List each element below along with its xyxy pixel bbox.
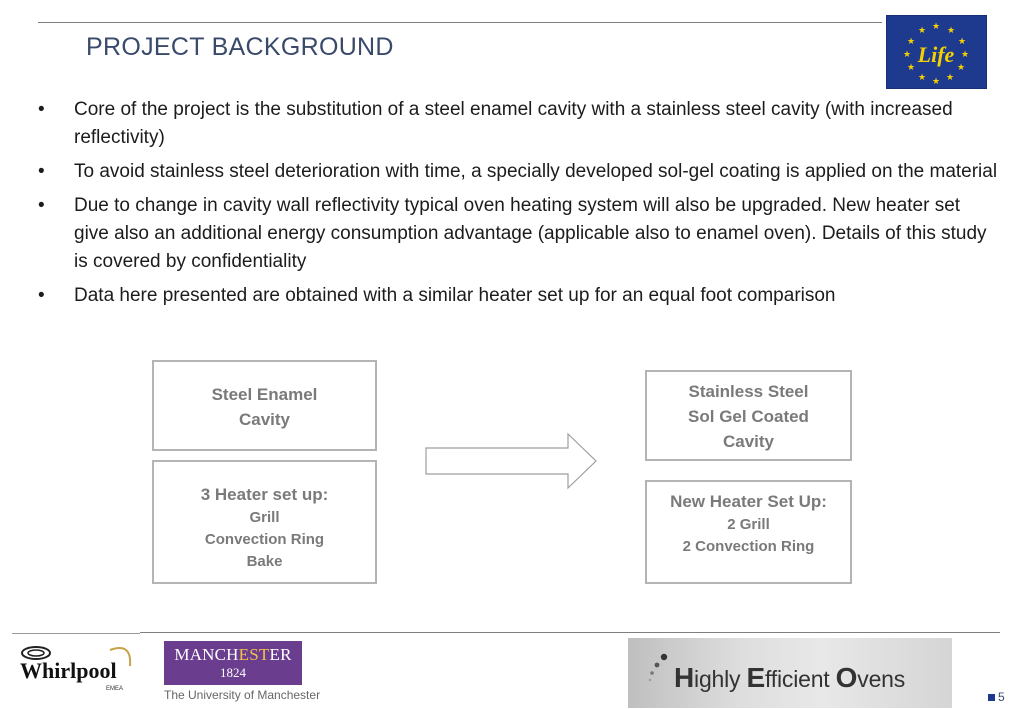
manchester-wordmark: MANCHESTER [164,641,302,666]
svg-text:★: ★ [907,37,915,47]
box-item: 2 Convection Ring [682,538,815,555]
svg-text:★: ★ [932,77,940,87]
bullet-marker: • [38,99,45,120]
box-line: Sol Gel Coated [688,407,809,426]
whirlpool-wordmark: Whirlpool [20,658,117,683]
bullet-item: • Data here presented are obtained with a… [38,282,998,310]
svg-text:★: ★ [932,22,940,32]
heo-word: ighly [694,666,747,692]
box-line: Cavity [238,410,291,429]
page-number-square-icon [988,694,995,701]
heo-cap: O [835,662,858,693]
box-heading: New Heater Set Up: [670,492,827,511]
svg-text:★: ★ [957,63,965,73]
heo-word: fficient [765,666,836,692]
manchester-year: 1824 [220,665,246,680]
box-line: Cavity [722,432,775,451]
box-item: Convection Ring [204,531,325,548]
svg-text:★: ★ [918,26,926,36]
eu-stars-icon: ★ ★ ★ ★ ★ ★ ★ ★ ★ ★ ★ ★ Life [903,22,969,87]
svg-text:★: ★ [903,50,911,60]
manchester-name-part: MANCH [174,645,239,664]
box-line: Stainless Steel [688,382,809,401]
box-item: Bake [246,553,283,570]
top-divider [38,22,882,23]
box-line: Steel Enamel [211,385,318,404]
bullet-text: Data here presented are obtained with a … [74,285,836,306]
bullet-list: • Core of the project is the substitution… [38,96,998,316]
whirlpool-swirl-icon: Whirlpool EMEA [20,646,132,692]
heo-cap: E [746,662,766,693]
footer-divider-left [12,633,140,634]
bullet-text: Core of the project is the substitution … [74,99,953,148]
manchester-name-accent: EST [238,645,270,664]
manchester-logo: MANCHESTER 1824 [164,641,302,685]
heo-word: vens [857,666,906,692]
page-title: PROJECT BACKGROUND [86,33,394,61]
box-new-heater-setup: New Heater Set Up: 2 Grill 2 Convection … [645,480,852,584]
whirlpool-logo: Whirlpool EMEA [14,640,146,704]
eu-life-logo: ★ ★ ★ ★ ★ ★ ★ ★ ★ ★ ★ ★ Life [886,15,987,89]
box-item: Grill [249,509,280,526]
box-steel-enamel-cavity: Steel Enamel Cavity [152,360,377,451]
svg-text:★: ★ [961,50,969,60]
svg-text:★: ★ [947,26,955,36]
box-heading: 3 Heater set up: [200,485,329,504]
box-3-heater-setup: 3 Heater set up: Grill Convection Ring B… [152,460,377,584]
svg-text:★: ★ [907,63,915,73]
svg-text:★: ★ [958,37,966,47]
manchester-subtitle: The University of Manchester [164,688,321,702]
heo-title: Highly Efficient Ovens [674,662,905,694]
bullet-text: To avoid stainless steel deterioration w… [74,161,998,182]
bullet-item: • To avoid stainless steel deterioration … [38,158,998,186]
whirlpool-subtext: EMEA [106,686,123,692]
bullet-marker: • [38,285,45,306]
life-wordmark: Life [917,42,955,67]
footer-divider [140,632,1000,633]
bullet-marker: • [38,161,45,182]
bullet-item: • Due to change in cavity wall reflectivi… [38,192,998,276]
bullet-item: • Core of the project is the substitution… [38,96,998,152]
page-number-text: 5 [998,690,1005,704]
heo-dots-icon [648,653,668,682]
svg-text:★: ★ [918,73,926,83]
heo-cap: H [674,662,695,693]
svg-text:★: ★ [946,73,954,83]
manchester-name-part: ER [269,645,292,664]
heo-banner: Highly Efficient Ovens [628,638,952,708]
box-stainless-steel-cavity: Stainless Steel Sol Gel Coated Cavity [645,370,852,461]
page-number: 5 [988,690,1005,704]
bullet-text: Due to change in cavity wall reflectivit… [74,195,987,272]
box-item: 2 Grill [727,516,770,533]
right-arrow-icon [425,432,597,490]
bullet-marker: • [38,195,45,216]
